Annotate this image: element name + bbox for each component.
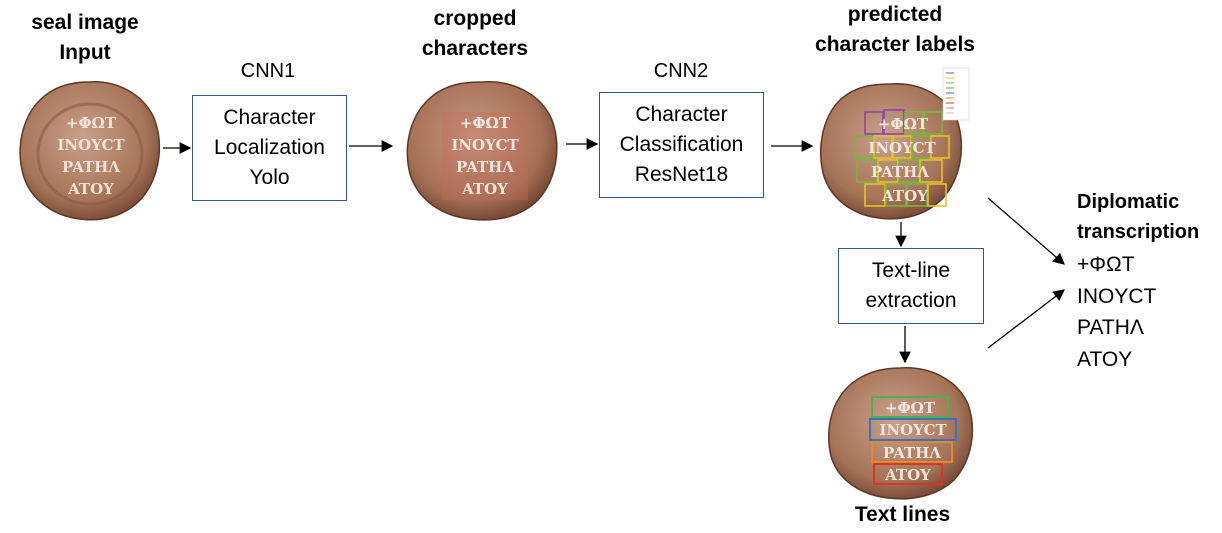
char-box <box>864 183 886 207</box>
text-line-box <box>869 418 957 441</box>
box-text: Localization <box>214 136 325 159</box>
character-classification-box: Character Classification ResNet18 <box>599 92 764 198</box>
transcription-line: INOYCT <box>1077 285 1157 308</box>
seal-predicted-image: +ΦΩΤ INOYCT PATHΛ ATOY <box>820 67 970 220</box>
seal-text-line: ATOY <box>884 466 931 484</box>
label-line: character labels <box>815 33 975 56</box>
box-text: extraction <box>865 289 957 312</box>
label-line: seal image <box>31 11 139 34</box>
label-line: Input <box>59 41 111 64</box>
text-line-box <box>871 396 949 418</box>
char-box <box>911 135 931 159</box>
transcription-line: ATOY <box>1077 348 1133 371</box>
cnn1-title: CNN1 <box>240 60 296 82</box>
seal-text-line: ATOY <box>67 180 114 198</box>
transcription-line: PATHΛ <box>1077 316 1144 339</box>
seal-text-line: INOYCT <box>57 136 125 154</box>
seal-text-line: +ΦΩΤ <box>878 115 929 133</box>
char-box <box>885 183 907 207</box>
seal-text-line: PATHΛ <box>456 158 514 176</box>
mini-legend <box>942 67 970 121</box>
seal-input-image: +ΦΩΤ INOYCT PATHΛ ATOY <box>19 81 161 221</box>
character-localization-box: Character Localization Yolo <box>192 95 347 201</box>
seal-text-line: ATOY <box>881 187 928 205</box>
seal-image-label: seal image Input <box>10 8 160 68</box>
seal-shape <box>406 81 558 221</box>
seal-shape <box>828 367 974 500</box>
crop-region <box>442 112 528 200</box>
arrow-pred-to-output <box>987 197 1065 265</box>
char-box <box>856 159 878 183</box>
seal-inner-ring <box>36 102 144 206</box>
seal-text-line: +ΦΩΤ <box>885 399 936 417</box>
box-text: Yolo <box>249 166 290 189</box>
box-text: ResNet18 <box>634 163 729 186</box>
seal-text-line: PATHΛ <box>883 444 941 462</box>
char-box <box>873 135 893 159</box>
box-text: Character <box>635 103 728 126</box>
box-text: Classification <box>619 133 744 156</box>
text-line-extraction-box: Text-line extraction <box>838 248 984 324</box>
output-title-line2: transcription <box>1077 221 1200 243</box>
seal-cropped-image: +ΦΩΤ INOYCT PATHΛ ATOY <box>406 81 558 221</box>
text-lines-label: Text lines <box>854 503 951 526</box>
char-box <box>854 135 874 159</box>
box-text: Text-line <box>871 259 951 282</box>
char-box <box>864 111 884 135</box>
seal-text-line: INOYCT <box>879 421 947 439</box>
predicted-labels-label: predicted character labels <box>795 0 995 60</box>
char-box <box>923 111 943 135</box>
text-line-box <box>871 441 953 463</box>
arrow-lines-to-output <box>987 289 1066 349</box>
cropped-characters-label: cropped characters <box>385 4 565 64</box>
char-box <box>892 135 912 159</box>
char-box <box>883 109 905 135</box>
cnn2-title: CNN2 <box>653 60 709 82</box>
seal-text-line: INOYCT <box>868 139 936 157</box>
box-text: Character <box>223 106 316 129</box>
char-box <box>930 135 950 159</box>
char-box <box>927 183 947 207</box>
char-box <box>904 111 924 135</box>
seal-text-line: INOYCT <box>451 136 519 154</box>
char-box <box>906 183 928 207</box>
seal-text-line: +ΦΩΤ <box>66 114 117 132</box>
char-box <box>898 159 920 183</box>
label-line: characters <box>421 37 529 60</box>
seal-text-line: ATOY <box>461 180 508 198</box>
seal-textlines-image: +ΦΩΤ INOYCT PATHΛ ATOY <box>828 367 974 500</box>
char-box <box>919 159 943 183</box>
seal-text-line: PATHΛ <box>62 158 120 176</box>
label-line: predicted <box>847 3 943 26</box>
seal-text-line: PATHΛ <box>871 163 929 181</box>
output-title-line1: Diplomatic <box>1077 191 1180 213</box>
char-box <box>877 159 899 183</box>
label-line: cropped <box>433 7 517 30</box>
seal-text-line: +ΦΩΤ <box>460 114 511 132</box>
text-line-box <box>873 463 943 485</box>
transcription-line: +ΦΩΤ <box>1077 253 1135 276</box>
mini-legend-frame <box>942 67 970 121</box>
